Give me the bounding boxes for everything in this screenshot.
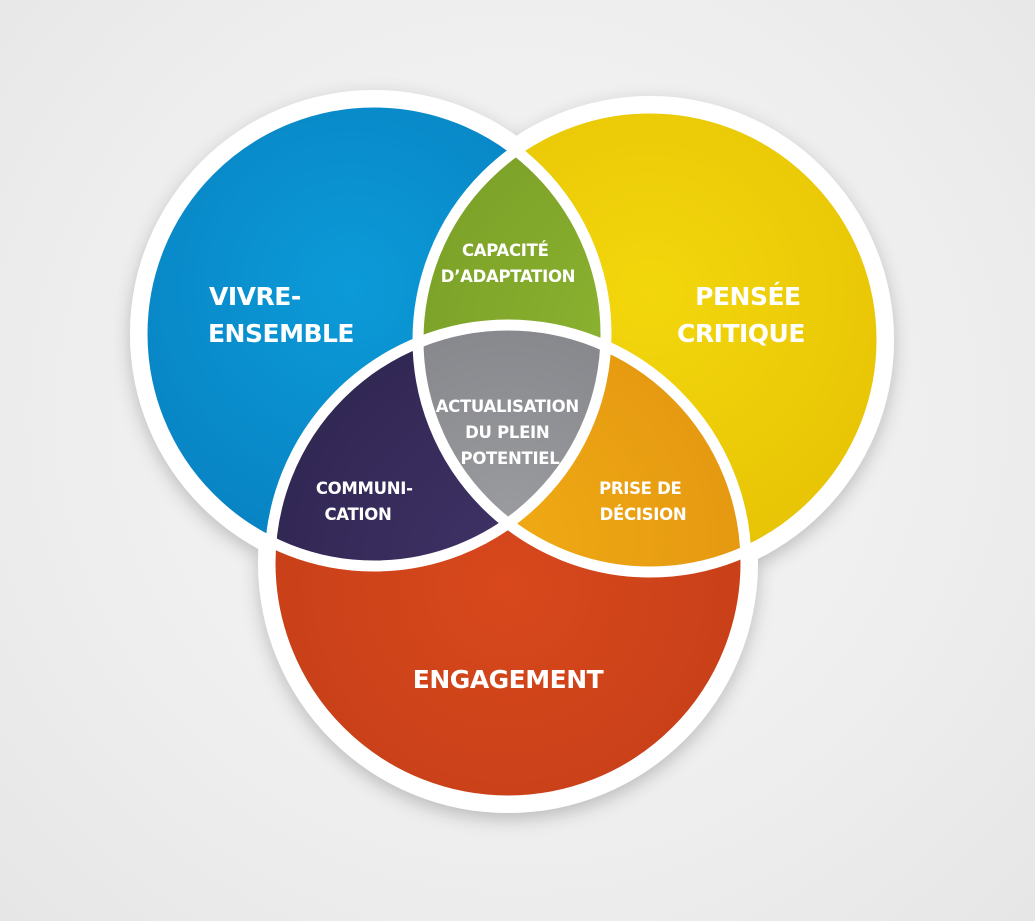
label-communication-line2: CATION: [324, 505, 391, 524]
label-vivre-ensemble: VIVRE- ENSEMBLE: [208, 282, 354, 348]
label-actualisation-line2: DU PLEIN: [465, 423, 549, 442]
label-vivre-ensemble-line2: ENSEMBLE: [208, 319, 354, 348]
label-actualisation-line3: POTENTIEL: [461, 449, 561, 468]
label-pensee-critique-line2: CRITIQUE: [677, 319, 805, 348]
label-engagement: ENGAGEMENT: [413, 665, 604, 694]
label-vivre-ensemble-line1: VIVRE-: [209, 282, 301, 311]
label-prise-de-decision: PRISE DE DÉCISION: [599, 479, 687, 524]
label-capacite-line1: CAPACITÉ: [462, 241, 549, 260]
circle-outlines: [136, 96, 888, 807]
label-pensee-critique-line1: PENSÉE: [695, 282, 800, 311]
label-engagement-line1: ENGAGEMENT: [413, 665, 604, 694]
label-prise-line1: PRISE DE: [599, 479, 681, 498]
label-communication-line1: COMMUNI-: [316, 479, 413, 498]
label-communication: COMMUNI- CATION: [316, 479, 418, 524]
label-actualisation: ACTUALISATION DU PLEIN POTENTIEL: [436, 397, 585, 468]
label-pensee-critique: PENSÉE CRITIQUE: [677, 282, 809, 348]
label-actualisation-line1: ACTUALISATION: [436, 397, 579, 416]
label-capacite-line2: D’ADAPTATION: [441, 267, 575, 286]
label-prise-line2: DÉCISION: [600, 505, 687, 524]
label-capacite-adaptation: CAPACITÉ D’ADAPTATION: [441, 241, 575, 286]
